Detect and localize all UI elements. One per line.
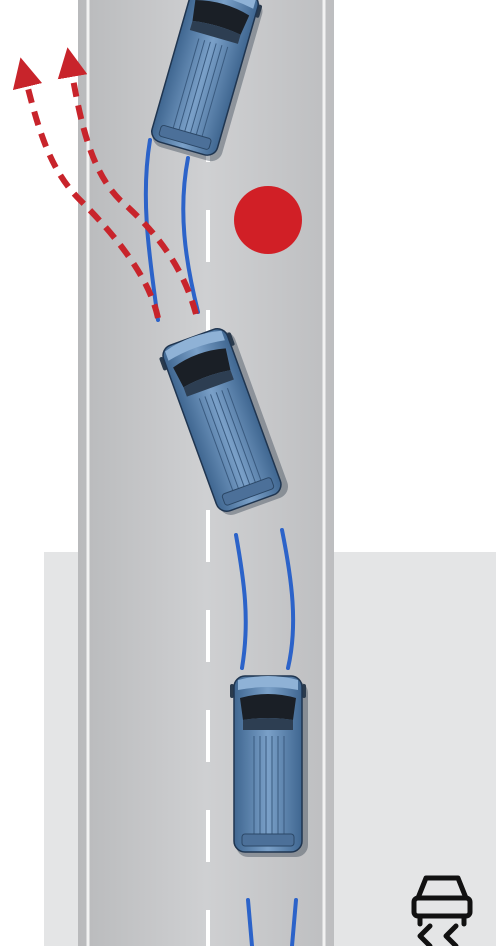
van-straight-bottom (230, 676, 308, 857)
warning-dot (234, 186, 302, 254)
upper-left-background (0, 0, 78, 552)
